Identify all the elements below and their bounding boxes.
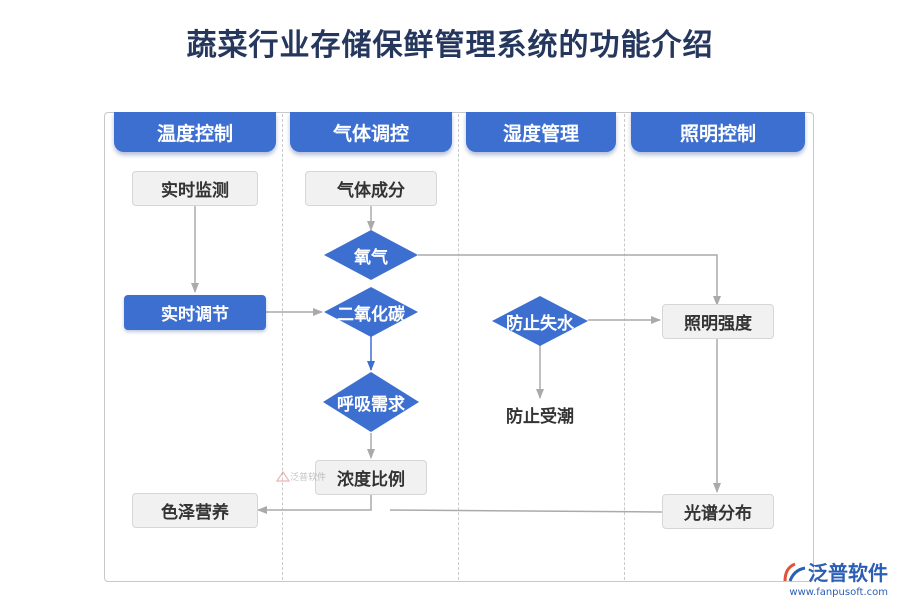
brand-logo: 泛普软件 xyxy=(782,557,888,586)
page-title: 蔬菜行业存储保鲜管理系统的功能介绍 xyxy=(186,28,714,63)
node-realtime-adjust: 实时调节 xyxy=(124,295,266,330)
column-header-lighting: 照明控制 xyxy=(631,112,805,152)
brand-url: www.fanpusoft.com xyxy=(789,587,888,598)
column-header-gas: 气体调控 xyxy=(290,112,452,152)
column-header-humidity: 湿度管理 xyxy=(466,112,616,152)
watermark-text: 泛普软件 xyxy=(290,473,327,483)
label-prevent-water-loss: 防止失水 xyxy=(506,313,574,334)
label-respiration: 呼吸需求 xyxy=(337,394,405,415)
column-header-temperature: 温度控制 xyxy=(114,112,276,152)
diamond-co2 xyxy=(324,287,418,337)
arrow-oxygen-to-light xyxy=(418,254,721,306)
label-oxygen: 氧气 xyxy=(354,247,388,268)
label-co2: 二氧化碳 xyxy=(337,304,405,325)
column-divider xyxy=(282,114,283,580)
diamond-respiration xyxy=(323,372,419,432)
node-spectrum: 光谱分布 xyxy=(662,494,774,529)
arrow-concentration-to-color xyxy=(257,495,372,514)
node-color-nutrition: 色泽营养 xyxy=(132,493,258,528)
watermark: 泛普软件 xyxy=(276,470,326,483)
column-divider xyxy=(624,114,625,580)
node-light-intensity: 照明强度 xyxy=(662,304,774,339)
node-concentration: 浓度比例 xyxy=(315,460,427,495)
node-prevent-damp: 防止受潮 xyxy=(506,406,574,427)
diamond-prevent-water-loss xyxy=(492,296,588,346)
arrow-spectrum-to-color xyxy=(389,509,663,513)
diamond-oxygen xyxy=(324,230,418,280)
brand-name: 泛普软件 xyxy=(808,561,888,585)
watermark-logo-icon xyxy=(276,470,290,482)
column-divider xyxy=(458,114,459,580)
node-gas-composition: 气体成分 xyxy=(305,171,437,206)
node-realtime-monitor: 实时监测 xyxy=(132,171,258,206)
brand-logo-icon xyxy=(783,562,806,582)
